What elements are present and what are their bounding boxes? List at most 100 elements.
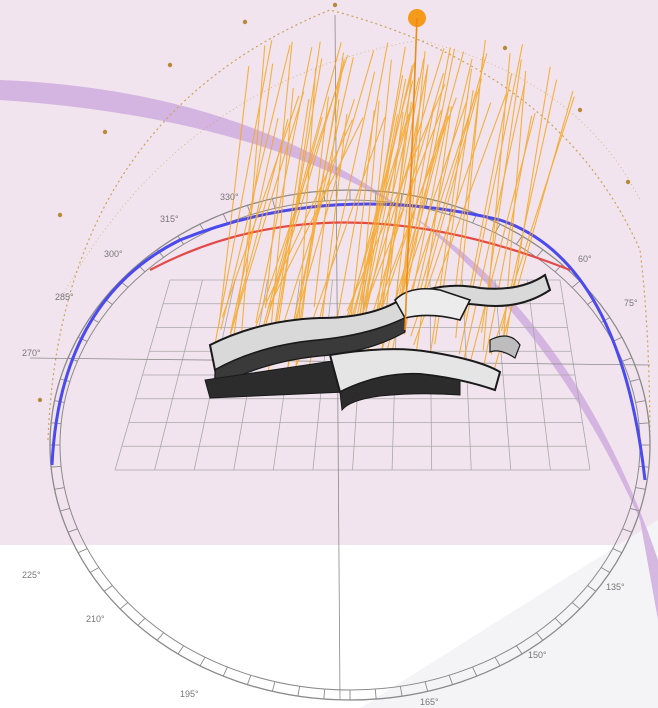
sun-ray (393, 96, 469, 317)
sun-ray (468, 112, 536, 366)
ring-tick (399, 193, 403, 204)
building-model (204, 273, 552, 412)
hour-markers (37, 2, 631, 403)
sun-ray-main (404, 17, 418, 331)
sun-ray (375, 58, 425, 328)
ring-tick (635, 487, 646, 490)
sun-ray (401, 48, 456, 313)
ring-tick (137, 617, 146, 626)
ring-tick (51, 465, 62, 468)
ring-tick (177, 645, 185, 655)
sun-ray (346, 112, 411, 336)
ring-tick (103, 585, 113, 592)
azimuth-label-150: 150° (528, 650, 547, 660)
ring-tick (612, 548, 623, 554)
sun-ray (221, 95, 300, 318)
azimuth-label-330: 330° (220, 192, 239, 202)
sun-ray (480, 59, 522, 333)
ring-tick (554, 617, 563, 626)
ring-tick (622, 357, 633, 362)
ring-tick (424, 681, 429, 692)
hour-marker (167, 62, 173, 68)
sun-ray (463, 73, 513, 320)
sun-ray (381, 71, 413, 351)
ring-tick (323, 689, 326, 700)
ring-tick (494, 656, 501, 667)
sun-ray (335, 42, 389, 323)
sun-ray (492, 91, 574, 374)
ring-tick (119, 602, 129, 610)
hour-marker (332, 2, 338, 8)
ring-tick (54, 487, 65, 490)
ring-tick (399, 686, 403, 697)
ring-tick (297, 686, 301, 697)
ring-tick (246, 205, 252, 215)
azimuth-label-300: 300° (104, 249, 123, 259)
ring-tick (67, 528, 78, 533)
sun-ray (313, 99, 340, 308)
azimuth-label-315: 315° (160, 214, 179, 224)
ring-tick (374, 689, 377, 700)
sun-ray (359, 80, 414, 326)
sun-ray (269, 99, 310, 358)
sun-ray (252, 42, 342, 364)
sun-ray (400, 64, 429, 314)
azimuth-label-60: 60° (578, 254, 592, 264)
hour-marker (242, 19, 248, 25)
ring-tick (600, 567, 611, 573)
ring-tick (630, 507, 640, 512)
ring-tick (515, 235, 523, 245)
ring-tick (271, 198, 276, 209)
sun-ray (346, 84, 446, 312)
ring-tick (199, 656, 206, 667)
sun-ray (412, 53, 488, 318)
sun-ray (274, 41, 321, 348)
ring-tick (472, 666, 478, 677)
hour-marker (102, 129, 108, 135)
azimuth-label-165: 165° (420, 697, 439, 707)
azimuth-label-225: 225° (22, 570, 41, 580)
sun-ray (462, 82, 526, 365)
hour-marker (57, 212, 63, 218)
ring-tick (622, 528, 633, 533)
ring-tick (222, 213, 228, 224)
sun-ray (357, 100, 380, 339)
ring-tick (515, 645, 523, 655)
ring-tick (60, 507, 70, 512)
sun-ray (270, 87, 294, 330)
winter-solstice-arc (149, 221, 571, 272)
azimuth-label-270: 270° (22, 348, 41, 358)
sun-ray (353, 64, 413, 318)
ring-tick (587, 585, 597, 592)
sun-ray (264, 119, 353, 306)
azimuth-label-195: 195° (180, 689, 199, 699)
ring-tick (571, 602, 581, 610)
ring-tick (271, 681, 276, 692)
ring-tick (630, 378, 640, 383)
sun-ray (397, 51, 426, 336)
azimuth-label-75: 75° (624, 298, 638, 308)
ring-tick (571, 280, 581, 288)
background-shade (360, 520, 658, 708)
sun-ray (218, 65, 250, 325)
horizon-ring-ticks (50, 190, 650, 700)
ring-tick (536, 632, 544, 641)
ring-tick (635, 400, 646, 403)
sun-ray (214, 40, 273, 345)
ring-tick (246, 675, 252, 685)
azimuth-label-285: 285° (55, 292, 74, 302)
sun-ray (229, 118, 279, 334)
azimuth-label-135: 135° (606, 582, 625, 592)
ring-tick (374, 190, 377, 201)
sun-ray (220, 44, 291, 330)
sun-ray (490, 96, 575, 355)
sun-ray (411, 58, 473, 312)
ring-tick (156, 632, 164, 641)
sun-ray (347, 110, 375, 346)
hour-marker (577, 107, 583, 113)
sun-ray (265, 41, 293, 309)
summer-solstice-arc (50, 202, 647, 481)
ring-tick (536, 249, 544, 258)
sun-ray (287, 57, 354, 347)
